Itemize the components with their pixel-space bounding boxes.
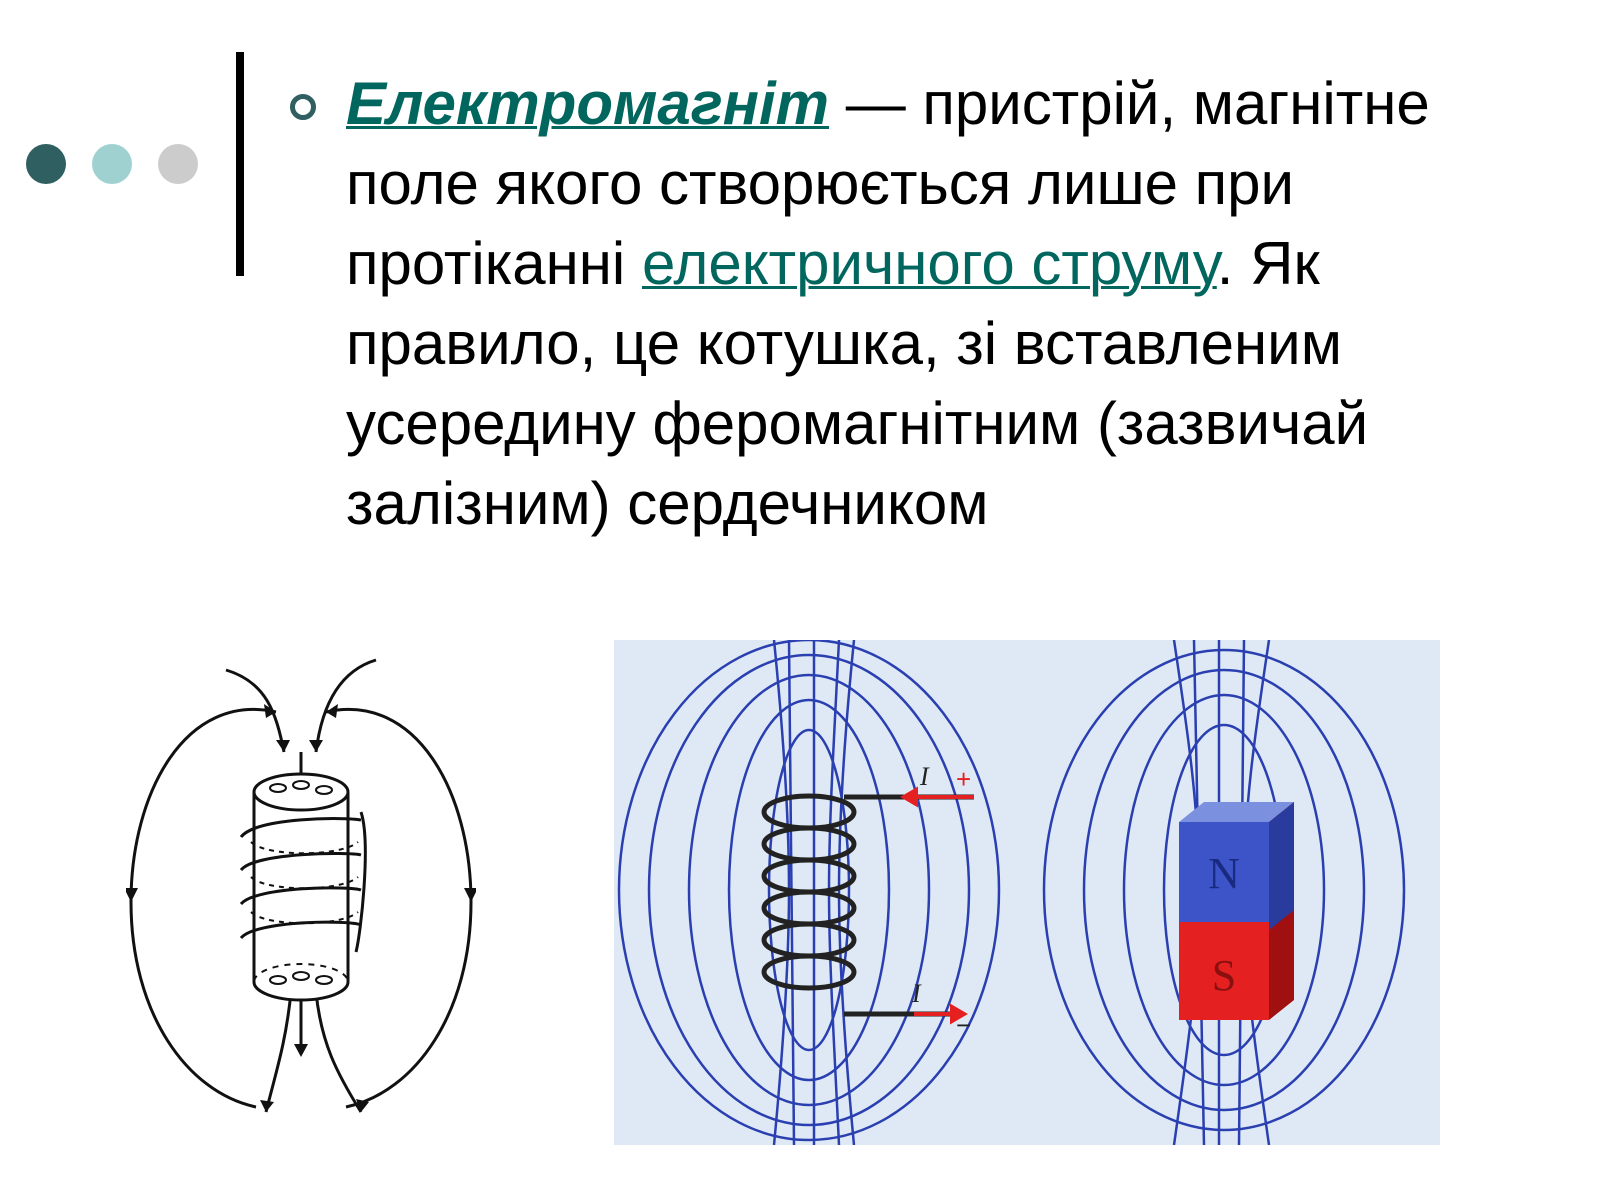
decor-dot-teal (92, 144, 132, 184)
decor-dot-gray (158, 144, 198, 184)
bullet-icon (290, 94, 316, 120)
coil-current-top-label: I (919, 762, 930, 791)
coil-minus-label: − (956, 1010, 971, 1040)
vertical-divider (236, 52, 244, 276)
electromagnet-sketch-figure (126, 658, 476, 1113)
coil-and-magnet-field-figure: I + I − N S (614, 640, 1440, 1145)
text-part-2: . Як правило, це котушка, зі вставленим … (346, 230, 1369, 537)
definition-paragraph: Електромагніт — пристрій, магнітне поле … (346, 64, 1526, 544)
coil-plus-label: + (956, 764, 971, 794)
magnet-north-label: N (1208, 849, 1240, 898)
text-part-1: — пристрій, магнітне поле якого створюєт… (346, 70, 1430, 297)
decor-dot-dark (26, 144, 66, 184)
magnet-south-label: S (1212, 951, 1236, 1000)
electric-current-link[interactable]: електричного струму (641, 230, 1217, 297)
coil-current-bottom-label: I (911, 979, 922, 1008)
term-link[interactable]: Електромагніт (346, 70, 830, 137)
